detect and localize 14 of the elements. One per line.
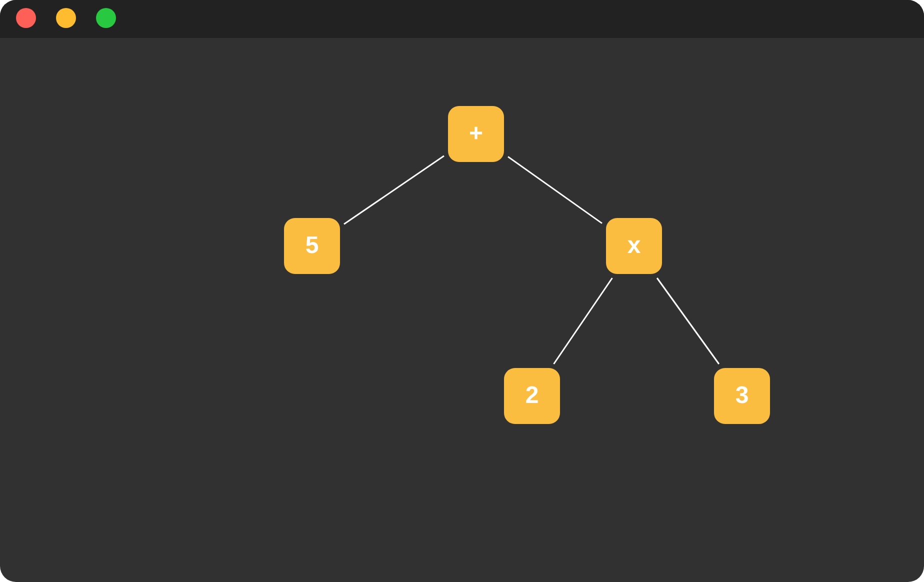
node-label: 3	[735, 384, 749, 408]
connector-line	[656, 278, 720, 364]
connector-line	[553, 278, 613, 364]
connector-line	[508, 156, 602, 224]
node-label: 5	[305, 234, 319, 258]
node-label: 2	[525, 384, 539, 408]
tree-node	[284, 218, 340, 274]
node-label: x	[627, 234, 641, 258]
tree-node	[504, 368, 560, 424]
node-label: +	[468, 122, 483, 146]
tree-node	[714, 368, 770, 424]
connector-line	[344, 155, 444, 225]
tree-node	[606, 218, 662, 274]
tree-node	[448, 106, 504, 162]
